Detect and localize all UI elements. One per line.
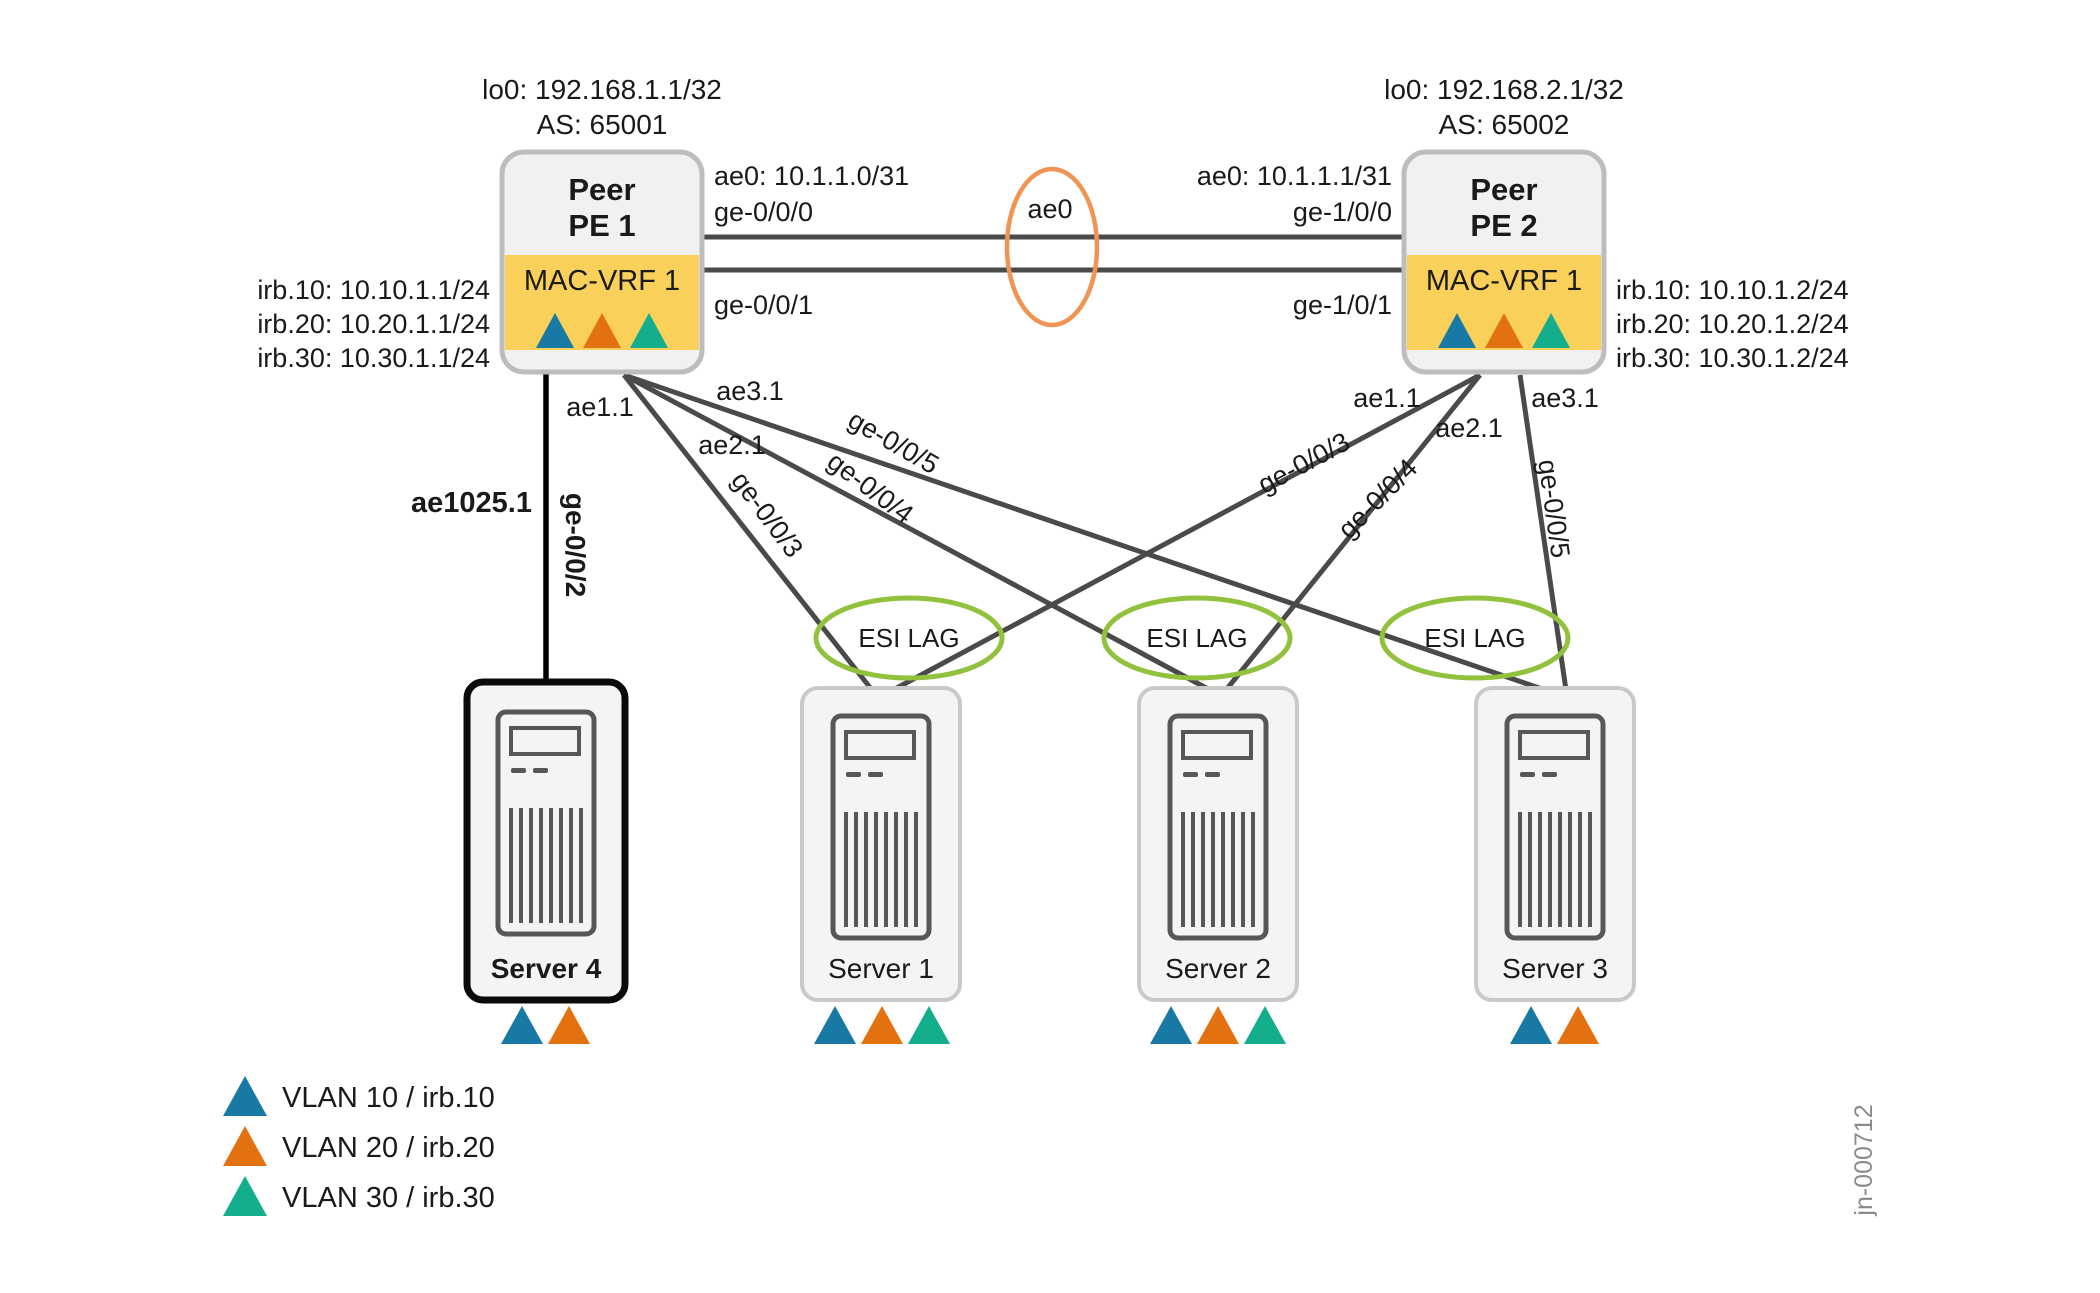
pe1-name-line2: PE 1 [568, 208, 635, 243]
pe2-irb10: irb.10: 10.10.1.2/24 [1616, 275, 1849, 305]
pe2-ge004-label: ge-0/0/4 [1332, 453, 1423, 544]
pe1-irb10: irb.10: 10.10.1.1/24 [257, 275, 490, 305]
pe1-ae3-label: ae3.1 [716, 376, 784, 406]
pe2-name-line2: PE 2 [1470, 208, 1537, 243]
legend-vlan20-triangle-icon [223, 1126, 267, 1166]
pe2-loopback: lo0: 192.168.2.1/32 [1384, 74, 1624, 105]
pe1-access-labels: ae1.1 ae2.1 ae3.1 ge-0/0/3 ge-0/0/4 ge-0… [411, 376, 944, 597]
server2-vlan20-triangle-icon [1197, 1006, 1239, 1044]
esi-lag-ellipse-3 [1379, 595, 1571, 681]
pe1-if-ge001: ge-0/0/1 [714, 290, 813, 320]
server4-box [463, 678, 629, 1004]
pe1-ae2-label: ae2.1 [698, 430, 766, 460]
pe2-server2-link [1224, 373, 1482, 692]
legend: VLAN 10 / irb.10 VLAN 20 / irb.20 VLAN 3… [223, 1076, 495, 1216]
esi-lag-ellipse-1 [813, 595, 1005, 681]
figure-id: jn-000712 [1850, 1104, 1878, 1216]
pe2-vrf-label: MAC-VRF 1 [1426, 265, 1582, 297]
pe2-as: AS: 65002 [1439, 109, 1570, 140]
pe2-irb20: irb.20: 10.20.1.2/24 [1616, 309, 1849, 339]
pe2-if-ge101: ge-1/0/1 [1293, 290, 1392, 320]
server1-node: Server 1 [800, 686, 962, 1002]
pe1-ge003-label: ge-0/0/3 [725, 466, 809, 563]
pe2-name-line1: Peer [1470, 172, 1537, 207]
pe1-ae1-label: ae1.1 [566, 392, 634, 422]
legend-vlan10-triangle-icon [223, 1076, 267, 1116]
server1-label: Server 1 [828, 953, 934, 984]
server2-node: Server 2 [1137, 686, 1299, 1002]
pe1-node: Peer PE 1 MAC-VRF 1 [499, 149, 705, 375]
core-link-labels: ae0: 10.1.1.0/31 ge-0/0/0 ge-0/0/1 ae0: … [714, 161, 1392, 320]
pe2-server3-link [1517, 374, 1569, 691]
server2-label: Server 2 [1165, 953, 1271, 984]
pe1-vlan10-triangle-icon [536, 313, 574, 348]
esi-lag-group: ESI LAG ESI LAG ESI LAG [813, 595, 1571, 681]
pe2-ae0-address: ae0: 10.1.1.1/31 [1197, 161, 1392, 191]
legend-vlan10-label: VLAN 10 / irb.10 [282, 1082, 495, 1114]
pe2-ae2-label: ae2.1 [1435, 413, 1503, 443]
server3-vlan10-triangle-icon [1510, 1006, 1552, 1044]
pe2-vlan30-triangle-icon [1532, 313, 1570, 348]
server1-box [800, 686, 962, 1002]
pe2-node: Peer PE 2 MAC-VRF 1 [1401, 149, 1607, 375]
pe1-ge002-label: ge-0/0/2 [560, 493, 591, 597]
ae0-bundle-label: ae0 [1027, 194, 1072, 224]
pe1-irb30: irb.30: 10.30.1.1/24 [257, 343, 490, 373]
pe2-vlan10-triangle-icon [1438, 313, 1476, 348]
pe2-vlan20-triangle-icon [1485, 313, 1523, 348]
server-vlan-markers [501, 1006, 1599, 1044]
pe2-server1-link [891, 372, 1482, 693]
server4-vlan10-triangle-icon [501, 1006, 543, 1044]
pe1-vlan30-triangle-icon [630, 313, 668, 348]
pe2-ae1-label: ae1.1 [1353, 383, 1421, 413]
server3-label: Server 3 [1502, 953, 1608, 984]
pe1-vlan20-triangle-icon [583, 313, 621, 348]
server1-vlan10-triangle-icon [814, 1006, 856, 1044]
server3-node: Server 3 [1474, 686, 1636, 1002]
esi-lag-label-2: ESI LAG [1146, 623, 1247, 653]
server3-box [1474, 686, 1636, 1002]
pe1-server2-link [622, 372, 1212, 693]
server4-vlan20-triangle-icon [548, 1006, 590, 1044]
server2-box [1137, 686, 1299, 1002]
server2-vlan30-triangle-icon [1244, 1006, 1286, 1044]
pe2-if-ge100: ge-1/0/0 [1293, 197, 1392, 227]
server3-vlan20-triangle-icon [1557, 1006, 1599, 1044]
server4-label: Server 4 [491, 953, 602, 984]
pe1-ae1025-label: ae1025.1 [411, 487, 532, 519]
legend-vlan30-label: VLAN 30 / irb.30 [282, 1182, 495, 1214]
ae0-lag-ellipse [1004, 166, 1100, 328]
pe1-irb20: irb.20: 10.20.1.1/24 [257, 309, 490, 339]
pe1-ae0-address: ae0: 10.1.1.0/31 [714, 161, 909, 191]
pe2-access-labels: ae1.1 ae2.1 ae3.1 ge-0/0/3 ge-0/0/4 ge-0… [1253, 383, 1599, 560]
esi-lag-label-1: ESI LAG [858, 623, 959, 653]
legend-vlan20-label: VLAN 20 / irb.20 [282, 1132, 495, 1164]
pe2-irb30: irb.30: 10.30.1.2/24 [1616, 343, 1849, 373]
pe1-server3-link [623, 372, 1546, 693]
esi-lag-label-3: ESI LAG [1424, 623, 1525, 653]
server4-node: Server 4 [463, 678, 629, 1004]
pe1-name-line1: Peer [568, 172, 635, 207]
legend-vlan30-triangle-icon [223, 1176, 267, 1216]
pe1-server1-link [622, 373, 874, 692]
server2-vlan10-triangle-icon [1150, 1006, 1192, 1044]
server1-vlan30-triangle-icon [908, 1006, 950, 1044]
pe1-loopback: lo0: 192.168.1.1/32 [482, 74, 722, 105]
links [543, 234, 1569, 693]
server1-vlan20-triangle-icon [861, 1006, 903, 1044]
pe2-ge003-label: ge-0/0/3 [1253, 427, 1355, 500]
pe1-vrf-label: MAC-VRF 1 [524, 265, 680, 297]
pe2-ae3-label: ae3.1 [1531, 383, 1599, 413]
esi-lag-ellipse-2 [1101, 595, 1293, 681]
pe1-if-ge000: ge-0/0/0 [714, 197, 813, 227]
pe1-as: AS: 65001 [537, 109, 668, 140]
